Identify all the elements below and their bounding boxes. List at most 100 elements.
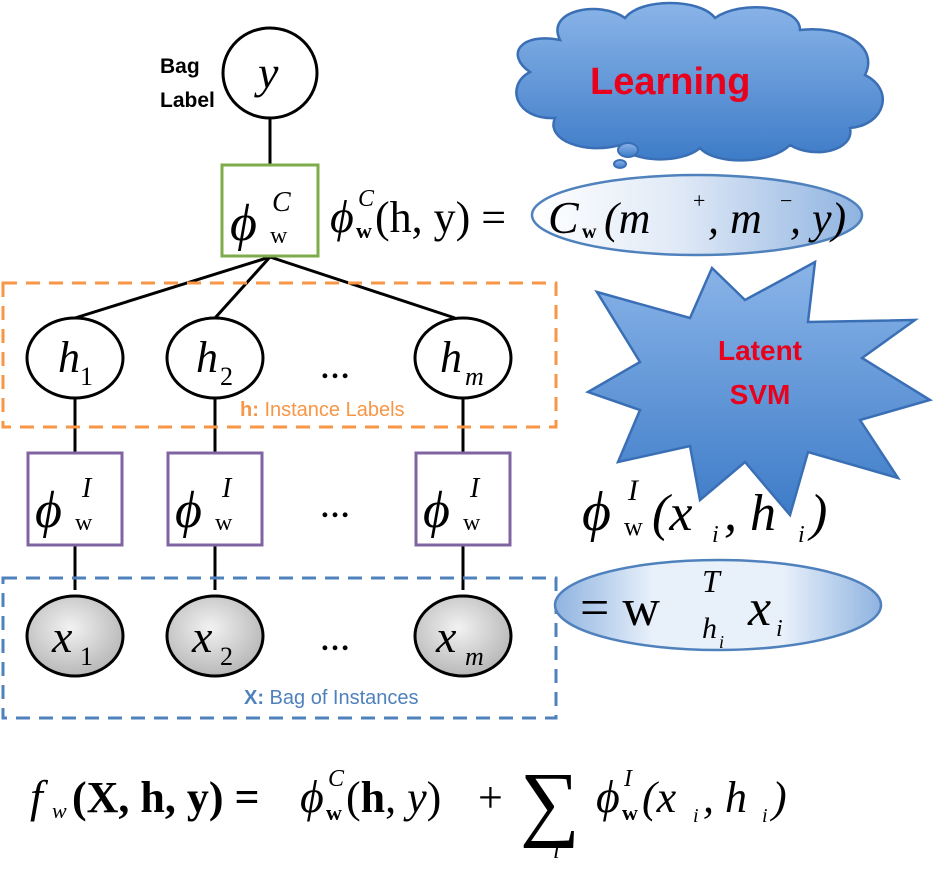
node-hm-circle xyxy=(413,316,513,400)
star-label-line2: SVM xyxy=(730,379,791,410)
node-y xyxy=(221,26,319,120)
node-h2-circle xyxy=(165,316,265,400)
node-xm: x m xyxy=(413,594,513,678)
star-shape xyxy=(585,259,934,518)
eq-I-rhs-T: T xyxy=(702,563,722,599)
eq-I-rhs-x: x xyxy=(747,580,771,637)
obj-phi-C-sup: C xyxy=(328,766,345,792)
eq-I-sup: I xyxy=(627,474,640,507)
factor-phi-I-2-sub: w xyxy=(215,510,233,536)
obj-phi-I: ϕ xyxy=(596,771,620,822)
obj-phi-I-i1: i xyxy=(693,805,699,827)
node-h1: h 1 xyxy=(25,316,125,400)
factor-phi-C xyxy=(220,163,320,258)
eq-I-i1: i xyxy=(712,522,719,548)
eq-I-rhs-x-i: i xyxy=(776,616,783,642)
node-x1-circle xyxy=(25,594,125,678)
edge-phiC-to-h2 xyxy=(213,255,272,320)
obj-phi-C-args: (h, y) xyxy=(346,773,441,822)
factor-phi-I-1-sup: I xyxy=(81,473,93,504)
eq-C-rhs-end: , y) xyxy=(790,194,846,243)
eq-I-rhs-sub-i: i xyxy=(719,632,724,652)
node-h2-var: h xyxy=(196,333,218,382)
obj-phi-I-close: ) xyxy=(769,773,787,822)
factor-phi-I-2-box xyxy=(166,451,264,547)
bag-label-text-line2: Label xyxy=(160,89,215,112)
obj-phi-I-sub: w xyxy=(622,800,638,825)
bag-of-instances-group-box xyxy=(1,576,558,720)
equation-C-rhs-oval xyxy=(530,173,864,257)
factor-phi-I-m-symbol: ϕ xyxy=(423,482,450,539)
obj-phi-C: ϕ xyxy=(300,771,324,822)
eq-C-phi: ϕ xyxy=(330,191,354,242)
bag-of-instances-text: Bag of Instances xyxy=(264,687,419,709)
bag-label-text-line1: Bag xyxy=(160,55,200,78)
node-h1-index: 1 xyxy=(80,362,93,391)
equation-I-rhs: = w T h i x i xyxy=(580,563,783,652)
obj-args-text: (X, h, y) = xyxy=(72,773,260,822)
instance-labels-text: Instance Labels xyxy=(259,399,405,421)
factor-phi-I-1: ϕ I w xyxy=(26,451,124,547)
obj-phi-I-sup: I xyxy=(623,766,633,792)
x-ellipsis: … xyxy=(320,624,350,657)
factor-phi-C-symbol: ϕ xyxy=(230,195,257,252)
eq-C-sup: C xyxy=(358,186,375,212)
node-h2: h 2 xyxy=(165,316,265,400)
factor-phi-I-2: ϕ I w xyxy=(166,451,264,547)
cloud-puff-2 xyxy=(613,159,627,169)
star-label-line1: Latent xyxy=(718,335,802,366)
phi-I-ellipsis: … xyxy=(320,491,350,524)
eq-C-rhs-plus: + xyxy=(693,188,705,213)
factor-phi-I-m-sub: w xyxy=(463,510,481,536)
obj-phi-I-mid: , h xyxy=(703,773,747,822)
node-xm-index: m xyxy=(465,642,484,671)
factor-phi-I-m: ϕ I w xyxy=(414,451,512,547)
node-x2-var: x xyxy=(191,611,213,662)
instance-labels-key: h: xyxy=(240,399,259,421)
node-h2-index: 2 xyxy=(220,362,233,391)
factor-phi-I-2-symbol: ϕ xyxy=(175,482,202,539)
bag-of-instances-caption: X: Bag of Instances xyxy=(244,687,419,709)
instance-labels-group-box xyxy=(1,281,558,429)
cloud-puff-1 xyxy=(617,142,639,158)
obj-sum-index: i xyxy=(553,838,560,864)
eq-I-i2: i xyxy=(798,522,805,548)
eq-I-phi: ϕ xyxy=(582,481,611,543)
node-hm-var: h xyxy=(440,333,462,382)
eq-I-rhs-eq-w: = w xyxy=(580,580,660,637)
node-xm-circle xyxy=(413,594,513,678)
latent-svm-star: Latent SVM xyxy=(585,259,934,518)
node-hm-index: m xyxy=(465,362,484,391)
eq-C-rhs-C: C xyxy=(548,192,580,243)
equation-phi-C: ϕ C w (h, y) = xyxy=(330,186,506,243)
obj-phi-I-open: (x xyxy=(642,773,677,822)
node-x2: x 2 xyxy=(165,594,265,678)
node-y-label: y xyxy=(254,47,279,98)
eq-C-args: (h, y) = xyxy=(375,193,506,242)
obj-f-sub: w xyxy=(52,798,67,823)
equation-I-rhs-oval xyxy=(553,558,883,652)
eq-I-close: ) xyxy=(807,485,827,542)
instance-labels-caption: h: Instance Labels xyxy=(240,399,405,421)
eq-C-rhs-mid: , m xyxy=(708,194,762,243)
bag-of-instances-key: X: xyxy=(244,687,264,709)
obj-sum: ∑ xyxy=(520,756,580,849)
node-h1-var: h xyxy=(58,333,80,382)
eq-C-rhs-args: (m xyxy=(604,194,650,243)
cloud-label: Learning xyxy=(590,61,750,103)
node-x2-circle xyxy=(165,594,265,678)
eq-I-mid: , h xyxy=(724,485,776,542)
factor-phi-I-m-box xyxy=(414,451,512,547)
edge-phiC-to-h1 xyxy=(74,255,271,320)
node-x1: x 1 xyxy=(25,594,125,678)
cloud-shape xyxy=(515,1,884,162)
eq-I-open: (x xyxy=(652,485,692,542)
factor-phi-I-1-symbol: ϕ xyxy=(35,482,62,539)
h-ellipsis: … xyxy=(320,352,350,385)
node-h1-circle xyxy=(25,316,125,400)
factor-phi-I-1-sub: w xyxy=(75,510,93,536)
obj-phi-I-i2: i xyxy=(762,805,768,827)
objective-equation: f w (X, h, y) = ϕ C w (h, y) + ∑ i ϕ I w… xyxy=(30,756,787,864)
eq-C-rhs-minus: − xyxy=(780,188,792,213)
eq-I-sub: w xyxy=(624,512,643,541)
